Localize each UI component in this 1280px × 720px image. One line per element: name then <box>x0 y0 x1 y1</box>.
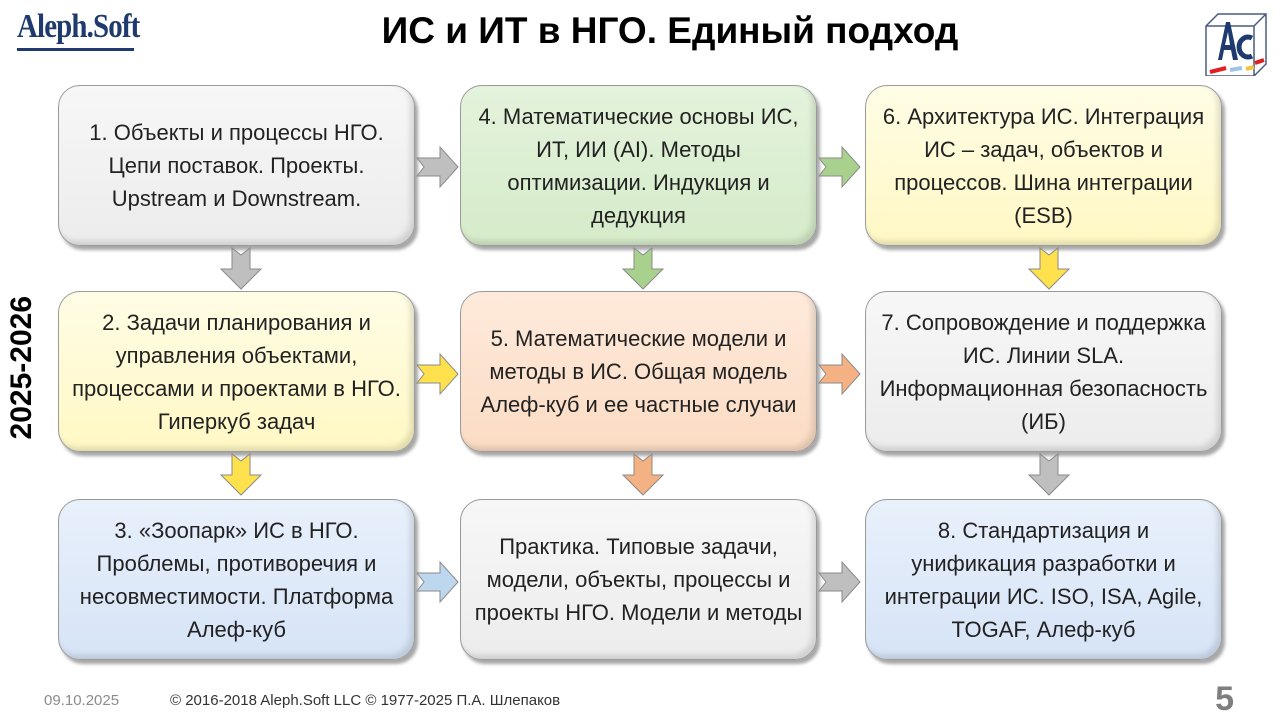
slide-title: ИС и ИТ в НГО. Единый подход <box>381 10 959 51</box>
footer-copyright: © 2016-2018 Aleph.Soft LLC © 1977-2025 П… <box>170 692 561 709</box>
box-architecture: 6. Архитектура ИС. Интеграция ИС – задач… <box>865 85 1222 246</box>
box-practice: Практика. Типовые задачи, модели, объект… <box>460 499 817 660</box>
yellow-arrow-icon <box>416 352 459 396</box>
blue-arrow-icon <box>416 560 459 604</box>
box-objects-processes: 1. Объекты и процессы НГО. Цепи поставок… <box>58 85 415 246</box>
page-number: 5 <box>1215 680 1234 718</box>
orange-arrow-icon <box>621 453 665 496</box>
orange-arrow-icon <box>818 352 861 396</box>
gray-arrow-icon <box>818 560 861 604</box>
green-arrow-icon <box>818 145 861 189</box>
yellow-arrow-icon <box>219 453 263 496</box>
gray-arrow-icon <box>1027 453 1071 496</box>
box-zoo: 3. «Зоопарк» ИС в НГО. Проблемы, противо… <box>58 499 415 660</box>
gray-arrow-icon <box>219 247 263 290</box>
box-planning-tasks: 2. Задачи планирования и управления объе… <box>58 291 415 452</box>
years-label: 2025-2026 <box>5 296 38 440</box>
footer-date: 09.10.2025 <box>44 692 120 709</box>
logo-underline <box>17 48 134 51</box>
aleph-soft-logo: Aleph.Soft <box>17 8 140 45</box>
gray-arrow-icon <box>416 145 459 189</box>
box-math-models: 5. Математические модели и методы в ИС. … <box>460 291 817 452</box>
yellow-arrow-icon <box>1027 247 1071 290</box>
box-support: 7. Сопровождение и поддержка ИС. Линии S… <box>865 291 1222 452</box>
green-arrow-icon <box>621 247 665 290</box>
aleph-cube-logo <box>1205 13 1267 76</box>
box-math-foundations: 4. Математические основы ИС, ИТ, ИИ (AI)… <box>460 85 817 246</box>
box-standardization: 8. Стандартизация и унификация разработк… <box>865 499 1222 660</box>
